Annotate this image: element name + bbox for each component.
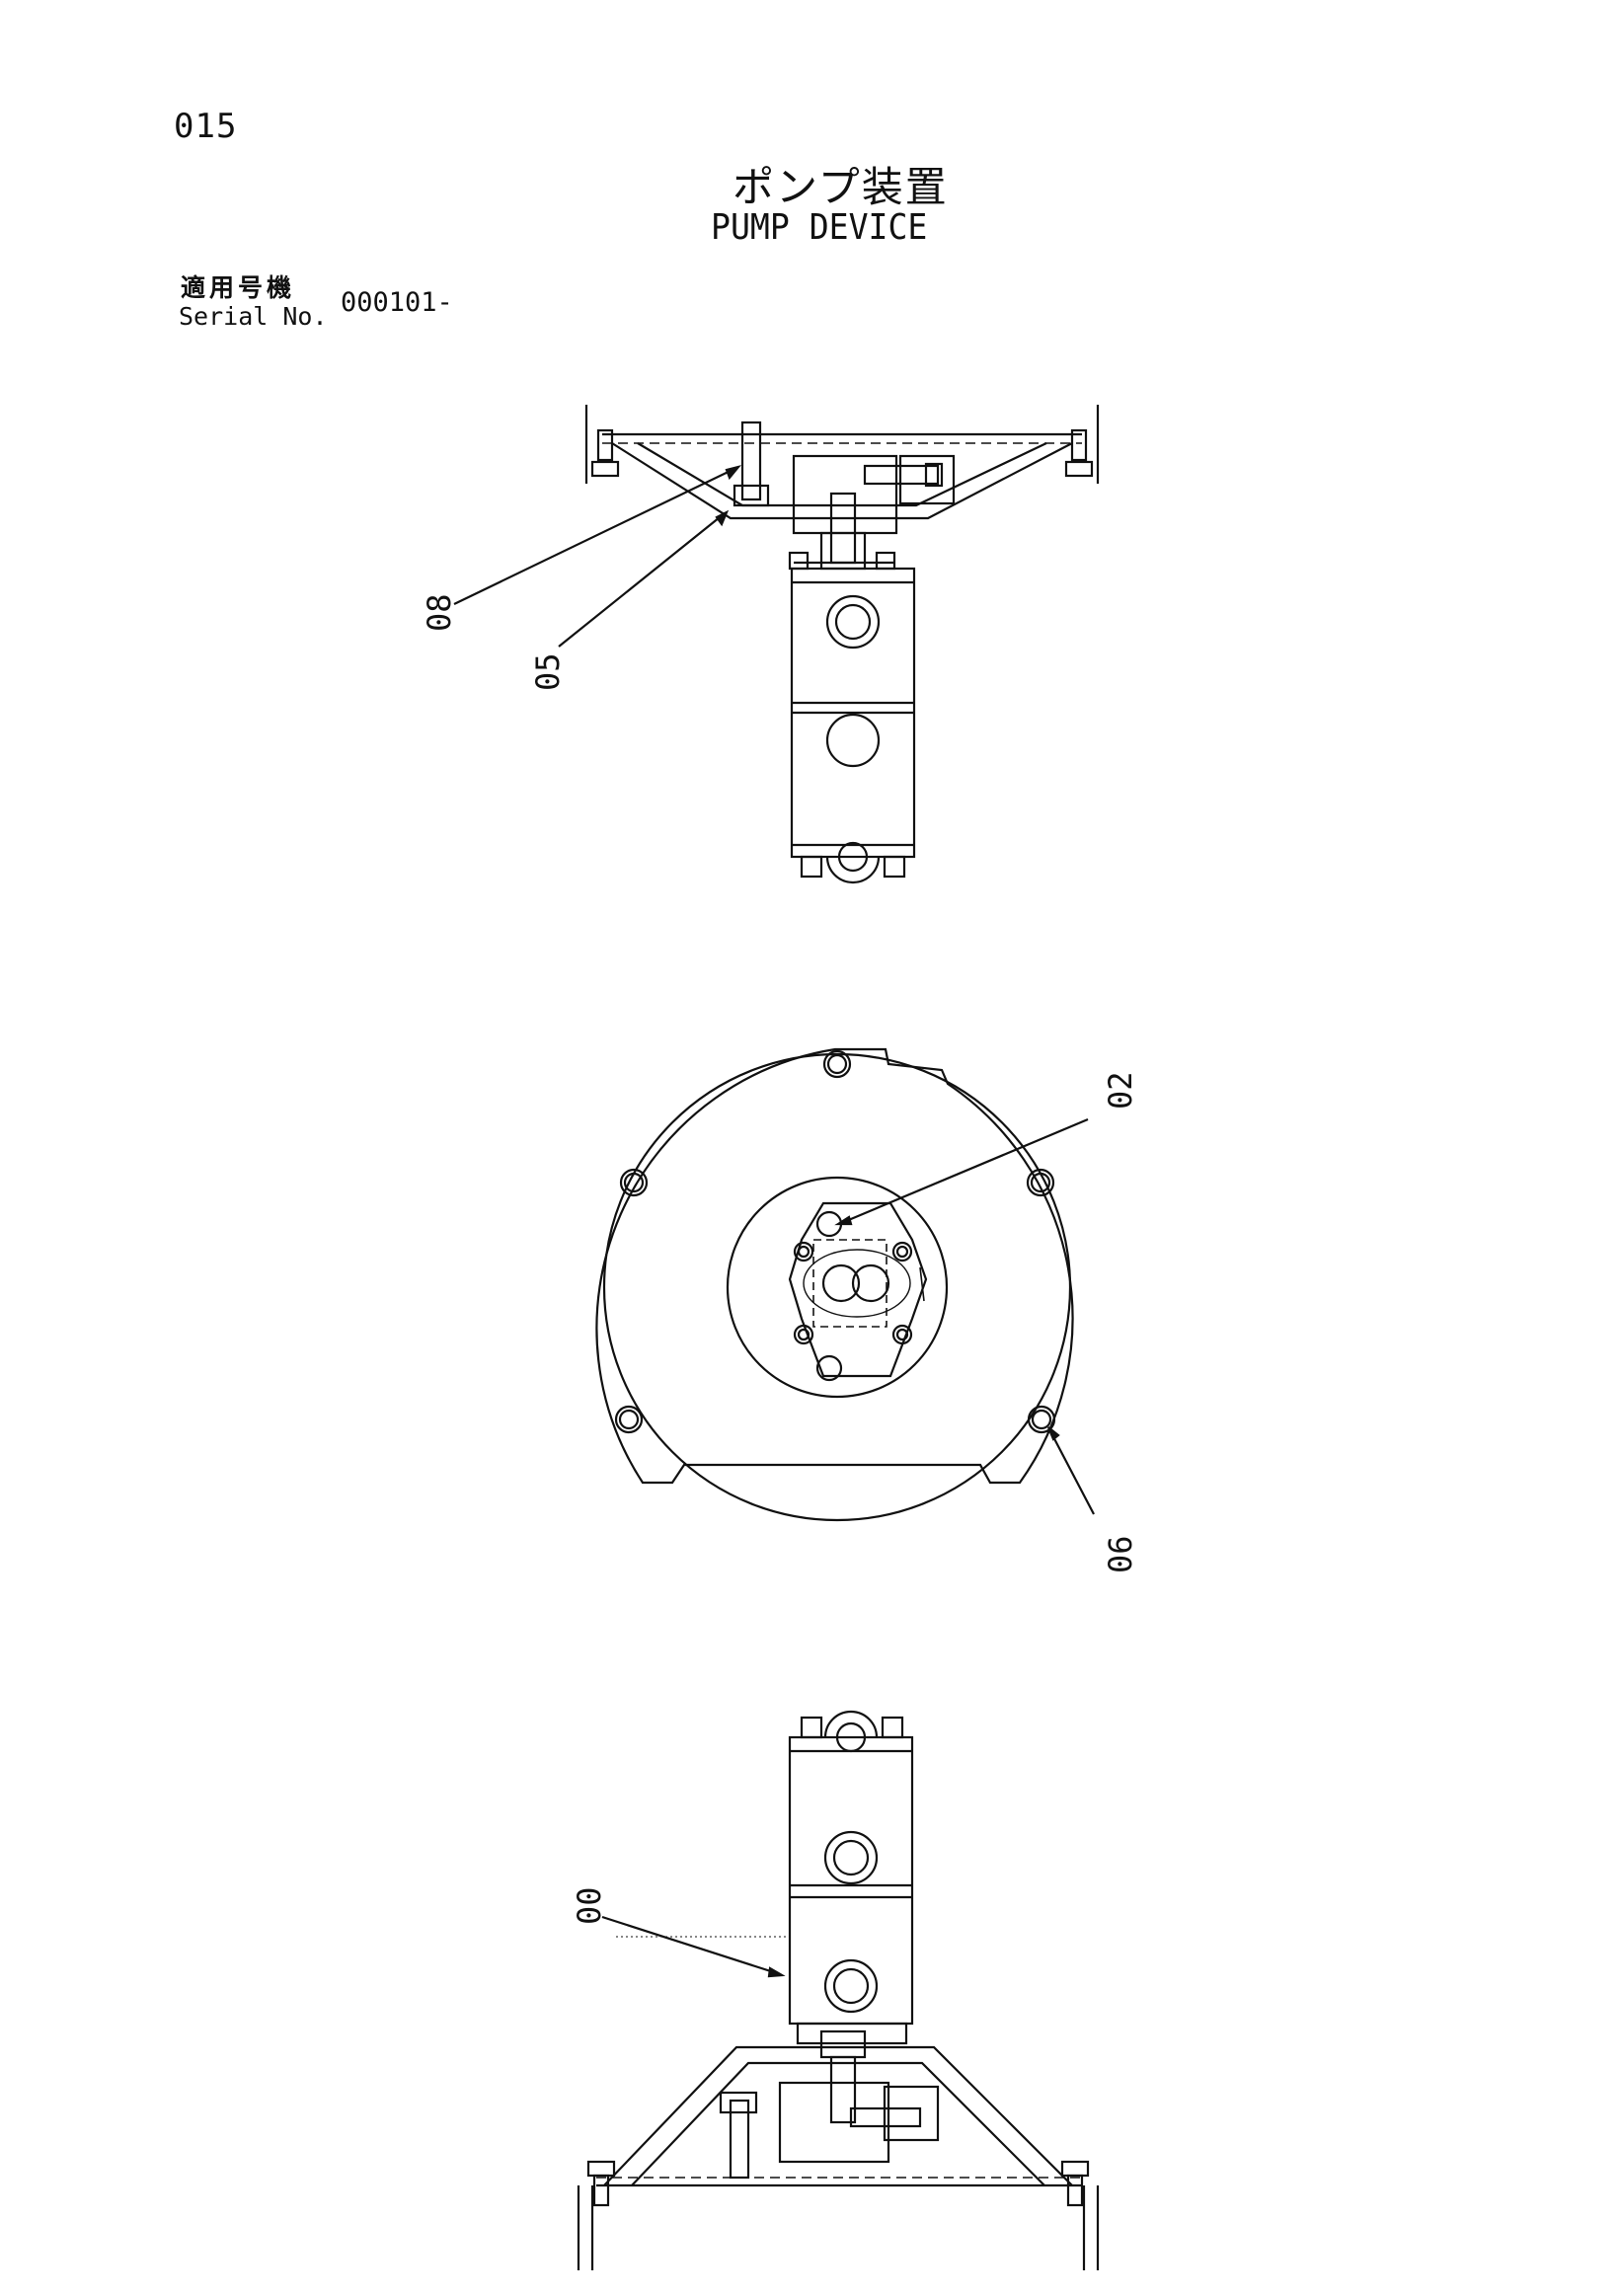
serial-label-english: Serial No. xyxy=(179,302,328,331)
page-title-english: PUMP DEVICE xyxy=(711,207,928,248)
middle-face-view xyxy=(595,1047,1095,1522)
top-side-view xyxy=(453,405,1100,884)
callout-06: 06 xyxy=(1102,1535,1139,1573)
callout-05: 05 xyxy=(529,652,567,691)
serial-label-japanese: 適用号機 xyxy=(181,273,296,302)
callout-00: 00 xyxy=(571,1886,608,1925)
page-number: 015 xyxy=(174,107,238,146)
page-title-japanese: ポンプ装置 xyxy=(733,163,949,211)
bottom-side-view xyxy=(577,1710,1100,2270)
serial-number-value: 000101- xyxy=(341,287,453,318)
callout-02: 02 xyxy=(1102,1071,1139,1110)
callout-08: 08 xyxy=(421,593,458,632)
